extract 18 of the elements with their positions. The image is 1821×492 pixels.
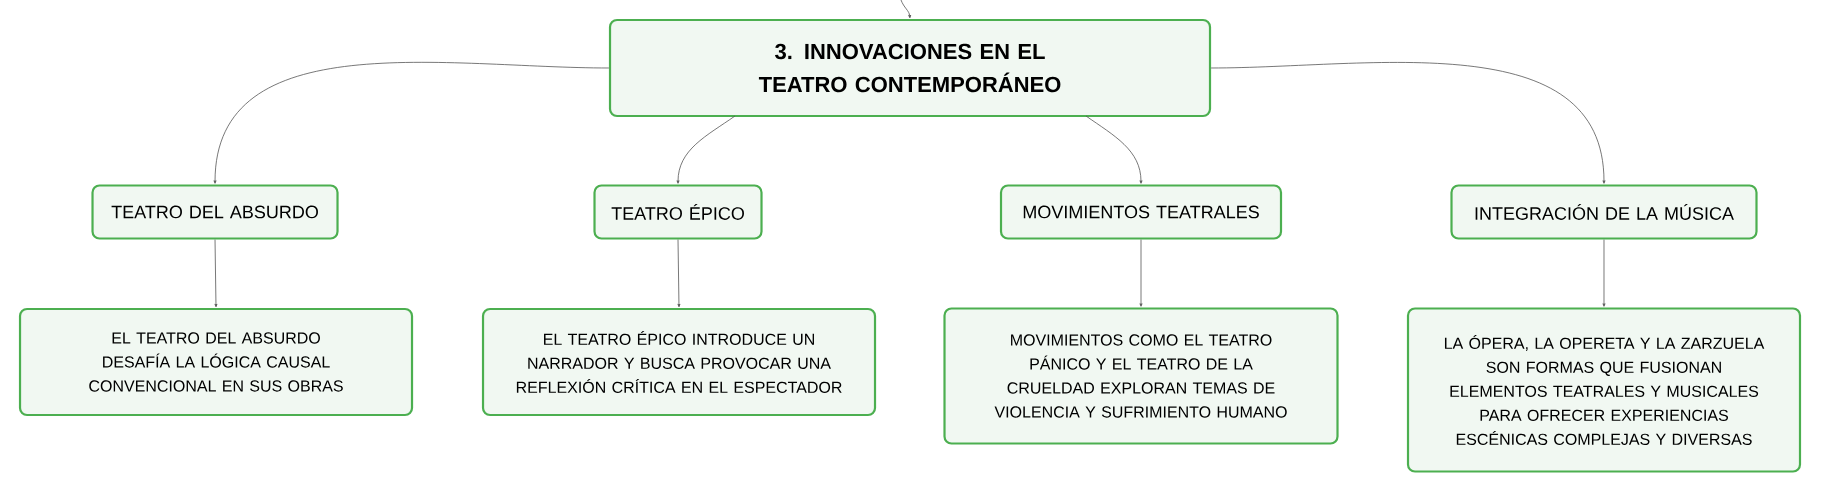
topic-box: MOVIMIENTOS TEATRALES — [999, 184, 1283, 240]
connector-arrow — [214, 239, 218, 308]
connector-arrow — [1139, 239, 1143, 307]
topic-box: TEATRO DEL ABSURDO — [91, 184, 339, 240]
description-box: MOVIMIENTOS COMO EL TEATRO PÁNICO Y EL TEATRO DE LA CRUELDAD EXPLORAN TEMAS DE VIOLENCIA Y SUFRIMIENTO HUMANO — [943, 307, 1339, 445]
connector-arrow — [676, 115, 736, 184]
connector-arrow — [1602, 239, 1606, 307]
connector-arrow — [213, 62, 610, 184]
title-box: 3. INNOVACIONES EN EL TEATRO CONTEMPORÁNEO — [608, 18, 1212, 118]
connector-arrow — [1210, 62, 1606, 184]
connector-arrow — [900, 0, 912, 19]
description-box: EL TEATRO DEL ABSURDO DESAFÍA LA LÓGICA CAUSAL CONVENCIONAL EN SUS OBRAS — [18, 307, 414, 417]
connector-arrow — [1085, 115, 1143, 184]
description-box: EL TEATRO ÉPICO INTRODUCE UN NARRADOR Y BUSCA PROVOCAR UNA REFLEXIÓN CRÍTICA EN EL ESPECTADOR — [481, 307, 877, 417]
topic-box: TEATRO ÉPICO — [593, 184, 763, 240]
connector-arrow — [677, 239, 681, 308]
description-box: LA ÓPERA, LA OPERETA Y LA ZARZUELA SON FORMAS QUE FUSIONAN ELEMENTOS TEATRALES Y MUSICALES PARA OFRECER EXPERIENCIAS ESCÉNICAS COMPLEJAS Y DIVERSAS — [1406, 307, 1802, 473]
topic-box: INTEGRACIÓN DE LA MÚSICA — [1450, 184, 1758, 240]
